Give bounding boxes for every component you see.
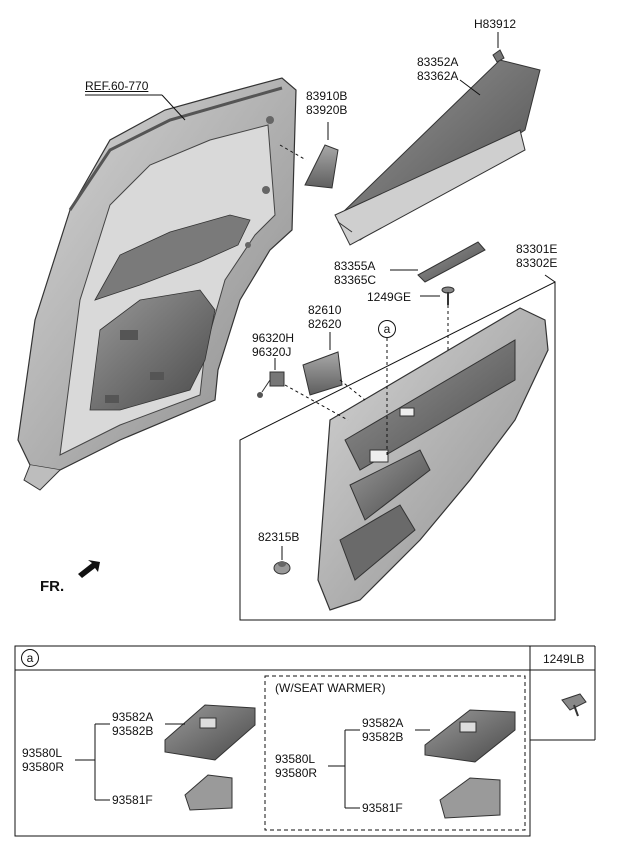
label-right-93580r: 93580R (275, 766, 318, 780)
label-left-93582b: 93582B (112, 724, 154, 738)
front-arrow-icon (78, 560, 100, 578)
label-right-93582a: 93582A (362, 716, 404, 730)
label-83365c: 83365C (334, 273, 377, 287)
label-83910b: 83910B (306, 89, 348, 103)
label-left-93580l: 93580L (22, 746, 63, 760)
label-right-93582b: 93582B (362, 730, 404, 744)
label-83302e: 83302E (516, 256, 558, 270)
detail-table (14, 645, 596, 837)
trim-callout-box (239, 281, 556, 621)
door-trim-panel (317, 307, 549, 611)
label-h83912: H83912 (474, 17, 517, 31)
label-83301e: 83301E (516, 242, 558, 256)
label-83362a: 83362A (417, 69, 459, 83)
label-82315b: 82315B (258, 530, 300, 544)
label-1249lb: 1249LB (543, 652, 585, 666)
label-seat-warmer: (W/SEAT WARMER) (275, 681, 386, 695)
label-right-93581f: 93581F (362, 801, 403, 815)
inside-handle-part (302, 351, 343, 396)
label-right-93580l: 93580L (275, 752, 316, 766)
switch-assembly-left (164, 704, 256, 811)
delta-cover-part (304, 144, 339, 189)
door-frame-panel (17, 77, 297, 491)
label-83352a: 83352A (417, 55, 459, 69)
label-83355a: 83355A (334, 259, 376, 273)
label-83920b: 83920B (306, 103, 348, 117)
clip-82315b-part (273, 561, 291, 575)
garnish-part (417, 241, 486, 283)
screw-1249lb-part (561, 693, 587, 717)
sunshade-part (334, 59, 541, 246)
clip-h83912-part (492, 49, 505, 63)
screw-1249ge-part (441, 286, 455, 305)
label-96320j: 96320J (252, 345, 292, 359)
switch-assembly-right (424, 709, 516, 819)
label-82610: 82610 (308, 303, 342, 317)
label-left-93580r: 93580R (22, 760, 65, 774)
label-96320h: 96320H (252, 331, 295, 345)
label-ref: REF.60-770 (85, 79, 149, 93)
label-left-93582a: 93582A (112, 710, 154, 724)
label-82620: 82620 (308, 317, 342, 331)
callout-a: a (378, 320, 396, 338)
courtesy-lamp-part (257, 371, 285, 398)
label-front: FR. (40, 578, 65, 595)
label-1249ge: 1249GE (367, 290, 412, 304)
label-left-93581f: 93581F (112, 793, 153, 807)
table-callout-a: a (21, 649, 39, 667)
ref-leader (161, 94, 186, 121)
